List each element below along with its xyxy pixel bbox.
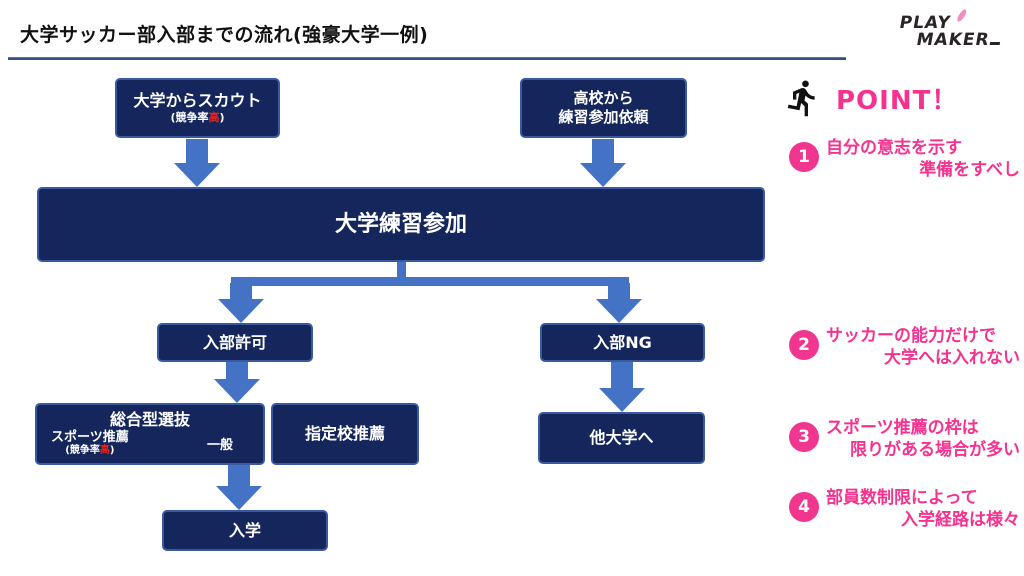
flow-box-other-univ-label: 他大学へ bbox=[589, 428, 654, 447]
connector-vertical bbox=[397, 262, 406, 282]
logo-text-maker: MAKER bbox=[915, 30, 1002, 50]
running-person-icon bbox=[783, 78, 823, 118]
flow-box-practice: 大学練習参加 bbox=[37, 187, 765, 262]
flow-box-hs-line1: 高校から bbox=[573, 89, 634, 108]
arrow-sogo-to-admission bbox=[216, 465, 262, 510]
connector-horizontal bbox=[231, 277, 629, 286]
flow-box-approved: 入部許可 bbox=[157, 323, 313, 362]
flow-box-practice-label: 大学練習参加 bbox=[334, 211, 467, 237]
flow-box-hs-request: 高校から 練習参加依頼 bbox=[520, 78, 687, 138]
flow-box-sogo-general: 一般 bbox=[206, 438, 233, 453]
flow-box-shitei: 指定校推薦 bbox=[271, 403, 419, 465]
flow-box-sogo-selection: 総合型選抜 スポーツ推薦 (競争率高) 一般 bbox=[35, 403, 265, 465]
flow-box-scout-note: (競争率高) bbox=[170, 111, 225, 125]
arrow-to-rejected bbox=[596, 283, 642, 323]
flow-box-scout: 大学からスカウト (競争率高) bbox=[115, 78, 280, 138]
page-title: 大学サッカー部入部までの流れ(強豪大学一例) bbox=[20, 24, 429, 46]
flow-box-rejected: 入部NG bbox=[540, 323, 705, 362]
arrow-rejected-to-other bbox=[599, 362, 645, 412]
points-heading: POINT！ bbox=[836, 86, 959, 116]
point-4-badge: 4 bbox=[789, 492, 819, 522]
point-2-badge: 2 bbox=[789, 330, 819, 360]
flow-box-other-univ: 他大学へ bbox=[538, 412, 705, 464]
arrow-scout-to-practice bbox=[174, 139, 220, 187]
arrow-hs-to-practice bbox=[580, 139, 626, 187]
point-3-text: スポーツ推薦の枠は 限りがある場合が多い bbox=[826, 418, 1020, 461]
point-1-badge: 1 bbox=[789, 142, 819, 172]
flow-box-sogo-row: スポーツ推薦 (競争率高) 一般 bbox=[37, 430, 263, 456]
flow-box-admission: 入学 bbox=[162, 510, 328, 551]
flow-box-admission-label: 入学 bbox=[228, 520, 261, 540]
flow-box-scout-title: 大学からスカウト bbox=[133, 91, 262, 111]
title-divider bbox=[8, 57, 846, 60]
logo-underscore bbox=[989, 42, 1001, 45]
point-2-text: サッカーの能力だけで 大学へは入れない bbox=[826, 326, 1020, 369]
flow-box-shitei-label: 指定校推薦 bbox=[304, 424, 385, 443]
flow-box-sogo-title: 総合型選抜 bbox=[109, 410, 190, 429]
point-3-badge: 3 bbox=[789, 422, 819, 452]
flow-box-approved-label: 入部許可 bbox=[202, 332, 267, 352]
arrow-to-approved bbox=[218, 283, 264, 323]
point-4-text: 部員数制限によって 入学経路は様々 bbox=[826, 488, 1020, 531]
flow-box-sogo-sports-note: (競争率高) bbox=[65, 445, 115, 457]
point-1-text: 自分の意志を示す 準備をすべし bbox=[826, 138, 1020, 181]
flow-box-hs-line2: 練習参加依頼 bbox=[558, 108, 649, 126]
flow-box-rejected-label: 入部NG bbox=[593, 332, 652, 352]
arrow-approved-to-sogo bbox=[214, 362, 260, 403]
flow-box-sogo-sports: スポーツ推薦 (競争率高) bbox=[51, 430, 129, 457]
playmaker-logo: PLAY MAKER bbox=[895, 8, 1005, 50]
